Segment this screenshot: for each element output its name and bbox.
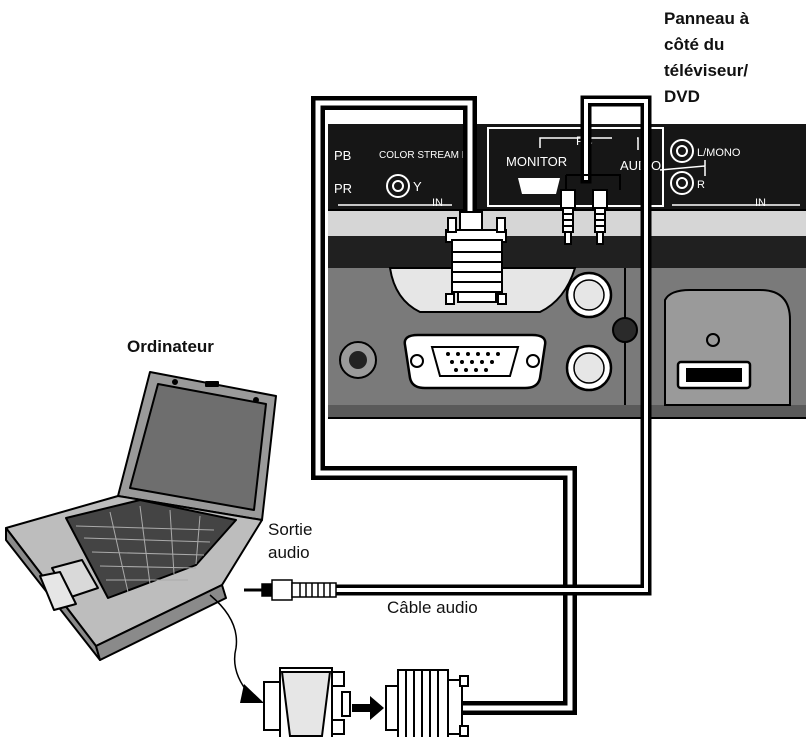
pr-label: PR (334, 181, 352, 196)
r-jack-inner (676, 177, 688, 189)
audio-out-line-1: Sortie (268, 520, 313, 539)
lmono-jack-outer (670, 139, 694, 163)
panel-label-line-4: DVD (664, 87, 700, 106)
audio-cable-label: Câble audio (387, 598, 478, 617)
rca-plugs (560, 174, 621, 245)
color-stream-label: COLOR STREAM HD (379, 150, 476, 161)
audio-cable-inner (334, 99, 648, 592)
mini-jack-plug (244, 579, 337, 601)
y-jack-inner (392, 180, 404, 192)
vga-plug-top (445, 211, 507, 305)
pb-label: PB (334, 148, 351, 163)
adapter-thin-cable (209, 594, 251, 696)
vga-cable-inner (315, 100, 573, 711)
laptop-screen (129, 383, 267, 511)
laptop (5, 371, 277, 661)
l-mono-label: L/MONO (697, 147, 741, 159)
monitor-label: MONITOR (506, 154, 567, 169)
in-left-label: IN (432, 197, 443, 209)
laptop-keyboard (65, 499, 237, 599)
in-right-label: IN (755, 197, 766, 209)
connect-arrow (352, 696, 384, 720)
panel-label-line-1: Panneau à (664, 9, 750, 28)
r-jack-outer (670, 171, 694, 195)
lmono-jack-inner (676, 145, 688, 157)
tv-panel: PB PR COLOR STREAM HD Y IN PC MONITOR AU… (328, 124, 806, 419)
panel-label-line-2: côté du (664, 35, 725, 54)
vga-port-pins (446, 352, 500, 372)
vga-adapter-female (263, 667, 351, 737)
monitor-port-small (518, 178, 560, 194)
vga-plug-bottom (385, 669, 469, 737)
panel-label-line-3: téléviseur/ (664, 61, 749, 80)
computer-label: Ordinateur (127, 337, 214, 356)
panel-label: Panneau à côté du téléviseur/ DVD (664, 6, 749, 110)
y-jack-outer (386, 174, 410, 198)
adapter-arrow-head (240, 684, 264, 703)
y-label: Y (413, 179, 422, 194)
r-label: R (697, 179, 705, 191)
cables (311, 95, 652, 715)
audio-out-label: Sortie audio (268, 518, 312, 564)
audio-out-line-2: audio (268, 543, 310, 562)
